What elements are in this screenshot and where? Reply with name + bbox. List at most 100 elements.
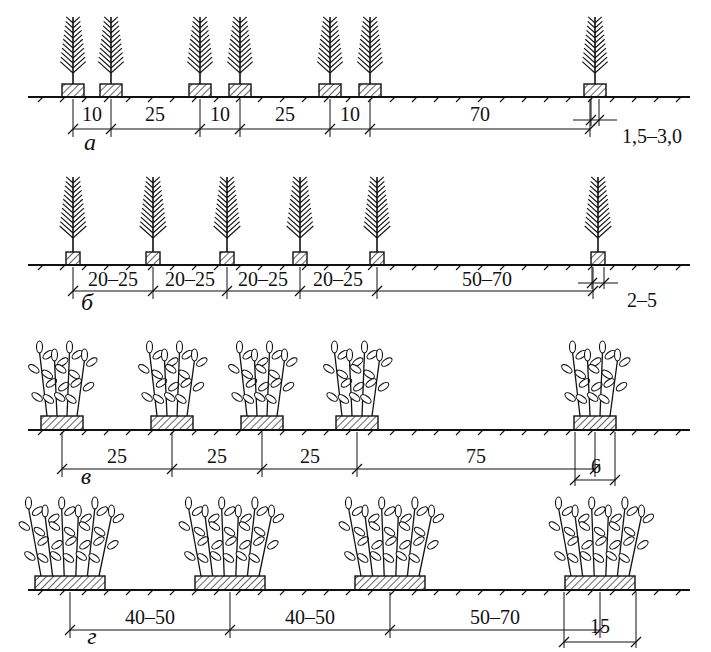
needle — [153, 195, 162, 203]
needle — [588, 17, 595, 23]
leaf — [208, 520, 221, 532]
ground-hatch — [126, 97, 131, 102]
root-ball — [584, 84, 606, 97]
ground-hatch — [236, 590, 241, 595]
needle — [200, 62, 213, 73]
ground-hatch — [500, 590, 505, 595]
leaf — [82, 381, 95, 393]
leaf — [42, 393, 55, 405]
dimension-label: 50–70 — [468, 606, 522, 628]
needle — [598, 226, 611, 238]
needle — [585, 44, 595, 53]
leaf — [338, 520, 351, 532]
dimension-tick — [588, 286, 598, 296]
needle — [200, 35, 209, 43]
needle — [63, 44, 73, 53]
needle — [370, 53, 382, 63]
dimension-label: 25 — [143, 103, 167, 125]
leaf — [548, 520, 561, 532]
needle — [111, 57, 123, 68]
dimension-tick — [195, 124, 205, 134]
needle — [365, 213, 377, 223]
bush-stem — [396, 516, 399, 576]
leaf — [574, 368, 587, 380]
ground-hatch — [214, 590, 219, 595]
needle — [370, 57, 382, 68]
needle — [153, 177, 160, 183]
leaf — [106, 539, 119, 551]
ground-hatch — [434, 430, 439, 435]
needle — [101, 39, 111, 48]
leaf — [570, 341, 576, 353]
needle — [585, 39, 595, 48]
dimension-label: 20–25 — [311, 268, 365, 290]
leaf — [27, 363, 40, 375]
extension-line — [599, 99, 600, 126]
needle — [377, 217, 389, 228]
leaf — [209, 550, 222, 562]
leaf — [556, 497, 562, 509]
ground-hatch — [544, 265, 549, 270]
leaf — [566, 552, 579, 564]
leaf — [395, 550, 408, 562]
leaf — [382, 552, 395, 564]
leaf — [592, 552, 605, 564]
leaf — [67, 341, 73, 353]
needle — [377, 213, 389, 223]
needle — [300, 195, 309, 203]
ground-hatch — [104, 97, 109, 102]
needle — [240, 35, 249, 43]
leaf — [223, 526, 236, 538]
needle — [73, 222, 86, 233]
leaf — [322, 363, 335, 375]
needle — [230, 44, 240, 53]
needle — [595, 62, 608, 73]
leaf — [368, 520, 381, 532]
needle — [595, 44, 605, 53]
needle — [144, 195, 153, 203]
leaf — [426, 539, 439, 551]
extension-line — [590, 99, 591, 137]
needle — [66, 17, 73, 23]
needle — [330, 39, 340, 48]
needle — [61, 53, 73, 63]
leaf — [241, 368, 254, 380]
needle — [227, 62, 240, 73]
extension-line — [111, 99, 112, 137]
dimension-label: 10 — [208, 103, 232, 125]
leaf — [178, 520, 191, 532]
ground-hatch — [346, 590, 351, 595]
dimension-label: 15 — [588, 615, 612, 637]
ground-hatch — [170, 590, 175, 595]
ground-hatch — [324, 97, 329, 102]
needle — [370, 177, 377, 183]
leaf — [412, 535, 425, 547]
needle — [583, 53, 595, 63]
needle — [140, 222, 153, 233]
ground-hatch — [654, 97, 659, 102]
needle — [365, 217, 377, 228]
needle — [143, 204, 153, 213]
needle — [111, 53, 123, 63]
leaf — [224, 535, 237, 547]
needle — [288, 217, 300, 228]
ground-hatch — [82, 97, 87, 102]
needle — [61, 213, 73, 223]
leaf — [325, 391, 338, 403]
needle — [370, 62, 383, 73]
ground-hatch — [654, 265, 659, 270]
needle — [240, 44, 250, 53]
bush-stem — [382, 508, 385, 576]
leaf — [78, 520, 91, 532]
leaf — [266, 539, 279, 551]
bush-stem — [240, 352, 248, 416]
ground-hatch — [456, 430, 461, 435]
root-ball — [100, 84, 122, 97]
needle — [290, 199, 300, 208]
ground-hatch — [302, 590, 307, 595]
ground-hatch — [346, 97, 351, 102]
dimension-line — [573, 119, 617, 120]
bush-stem — [150, 352, 158, 416]
leaf — [586, 391, 599, 403]
root-ball — [359, 84, 381, 97]
